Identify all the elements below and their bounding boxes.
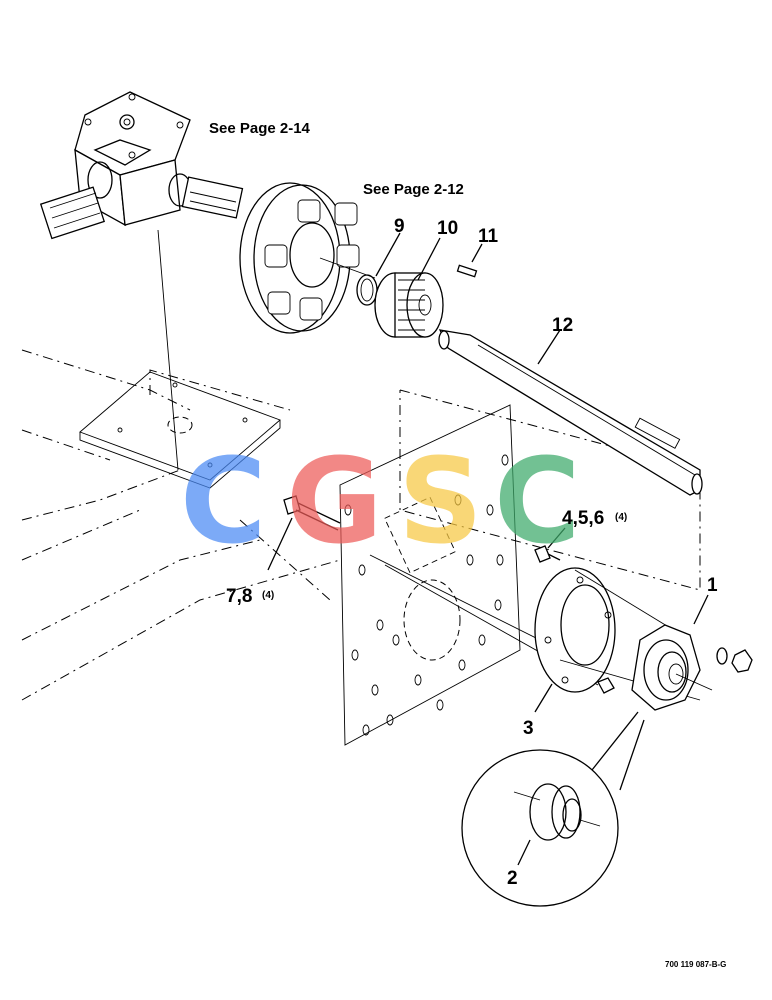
bolt-4-5-6 (534, 545, 561, 563)
reference-gearbox-page: See Page 2-14 (209, 120, 311, 137)
frame-phantom-lines (21, 349, 701, 701)
watermark-letter-c2: C (494, 432, 581, 570)
gearbox-mount-plate (79, 371, 281, 489)
bolt-7-8 (283, 495, 341, 531)
callout-item-1: 1 (707, 575, 718, 596)
lock-nut (597, 677, 615, 694)
callout-item-4-5-6-qty: (4) (615, 512, 627, 523)
callout-item-11: 11 (478, 226, 499, 247)
sprocket-hub (239, 182, 376, 334)
watermark-letter-c1: C (180, 432, 267, 570)
drawing-number: 700 119 087-B-G (665, 960, 726, 969)
spur-gear (374, 272, 444, 338)
callout-item-9: 9 (394, 216, 405, 237)
callout-item-12: 12 (552, 315, 573, 336)
side-plate (339, 404, 599, 746)
callout-item-7-8-qty: (4) (262, 590, 274, 601)
watermark: C G S C (180, 432, 581, 570)
bearing-flange (631, 624, 713, 711)
callout-item-10: 10 (437, 218, 458, 239)
detail-view (461, 711, 645, 907)
snap-ring (356, 274, 378, 306)
drive-shaft (438, 329, 703, 496)
leader-lines (267, 232, 709, 866)
key (456, 264, 478, 278)
watermark-letter-s: S (398, 432, 483, 570)
callout-item-3: 3 (523, 718, 534, 739)
washer-nut (716, 647, 753, 673)
callout-item-4-5-6: 4,5,6 (562, 508, 604, 529)
callout-item-7-8: 7,8 (226, 586, 252, 607)
callout-item-2: 2 (507, 868, 518, 889)
reference-sprocket-page: See Page 2-12 (363, 181, 464, 198)
gearbox (39, 91, 244, 471)
watermark-letter-g: G (286, 432, 383, 570)
